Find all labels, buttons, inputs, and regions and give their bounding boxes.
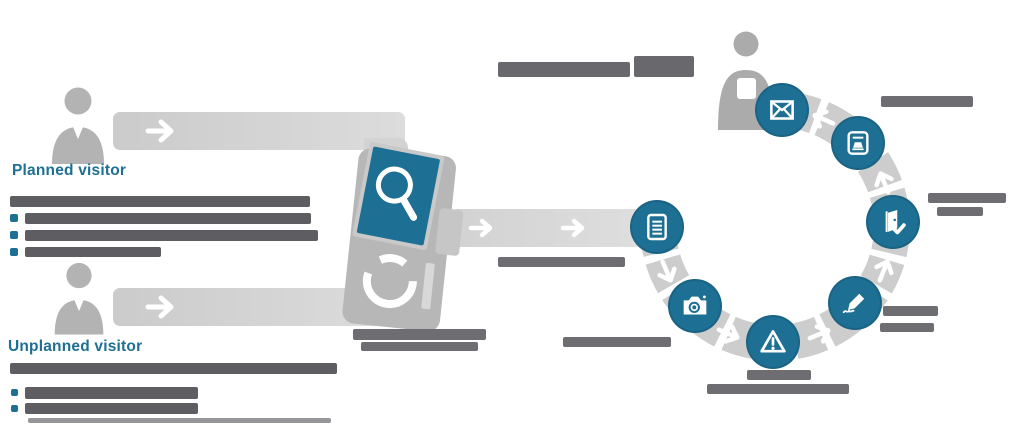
arrow-right-icon (468, 218, 493, 238)
photo-step (668, 279, 722, 333)
illegible-text-line (25, 247, 161, 257)
warning-icon (760, 330, 786, 353)
illegible-text-line (880, 323, 934, 332)
illegible-text-line (707, 384, 849, 394)
illegible-text-line (634, 56, 694, 77)
illegible-text-line (11, 405, 18, 412)
safety-notice-step (746, 315, 800, 369)
check-in-kiosk (342, 142, 464, 332)
planned-visitor-flow-band (113, 112, 405, 150)
device-to-process-band (450, 209, 642, 247)
envelope-icon (770, 100, 794, 120)
illegible-text-line (353, 329, 486, 340)
arrow-right-icon (145, 295, 174, 319)
illegible-text-line (498, 257, 625, 267)
illegible-text-line (937, 207, 983, 216)
signature-step (828, 276, 882, 330)
unplanned-visitor-title: Unplanned visitor (8, 338, 143, 355)
arrow-right-icon (560, 218, 585, 238)
access-granted-step (866, 195, 920, 249)
illegible-text-line (11, 389, 18, 396)
illegible-text-line (10, 196, 310, 207)
illegible-text-line (883, 306, 938, 316)
ring-arrow-icons (657, 109, 894, 344)
registration-step (630, 200, 684, 254)
illegible-text-line (25, 213, 311, 224)
illegible-text-line (10, 363, 337, 374)
signature-icon (842, 293, 865, 314)
illegible-text-line (10, 248, 18, 256)
illegible-text-line (28, 418, 331, 423)
arrow-right-icon (145, 119, 174, 143)
illegible-text-line (563, 337, 671, 347)
badge-printer-icon (847, 131, 869, 155)
planned-visitor-icon (52, 87, 104, 164)
door-check-icon (885, 209, 906, 235)
illegible-text-line (25, 387, 198, 399)
illegible-text-line (498, 62, 630, 77)
camera-icon (683, 295, 707, 315)
illegible-text-line (928, 193, 1006, 203)
illegible-text-line (747, 370, 811, 380)
magnifier-icon (375, 166, 418, 221)
badge-print-step (831, 116, 885, 170)
illegible-text-line (25, 403, 198, 414)
illegible-text-line (10, 214, 18, 222)
illegible-text-line (361, 342, 478, 351)
document-icon (647, 213, 667, 241)
illegible-text-line (25, 230, 318, 241)
illegible-text-line (881, 96, 973, 107)
illegible-text-line (10, 231, 18, 239)
unplanned-visitor-icon (54, 262, 104, 335)
host-notification-step (755, 83, 809, 137)
planned-visitor-title: Planned visitor (12, 162, 127, 179)
kiosk-screen (352, 142, 445, 250)
